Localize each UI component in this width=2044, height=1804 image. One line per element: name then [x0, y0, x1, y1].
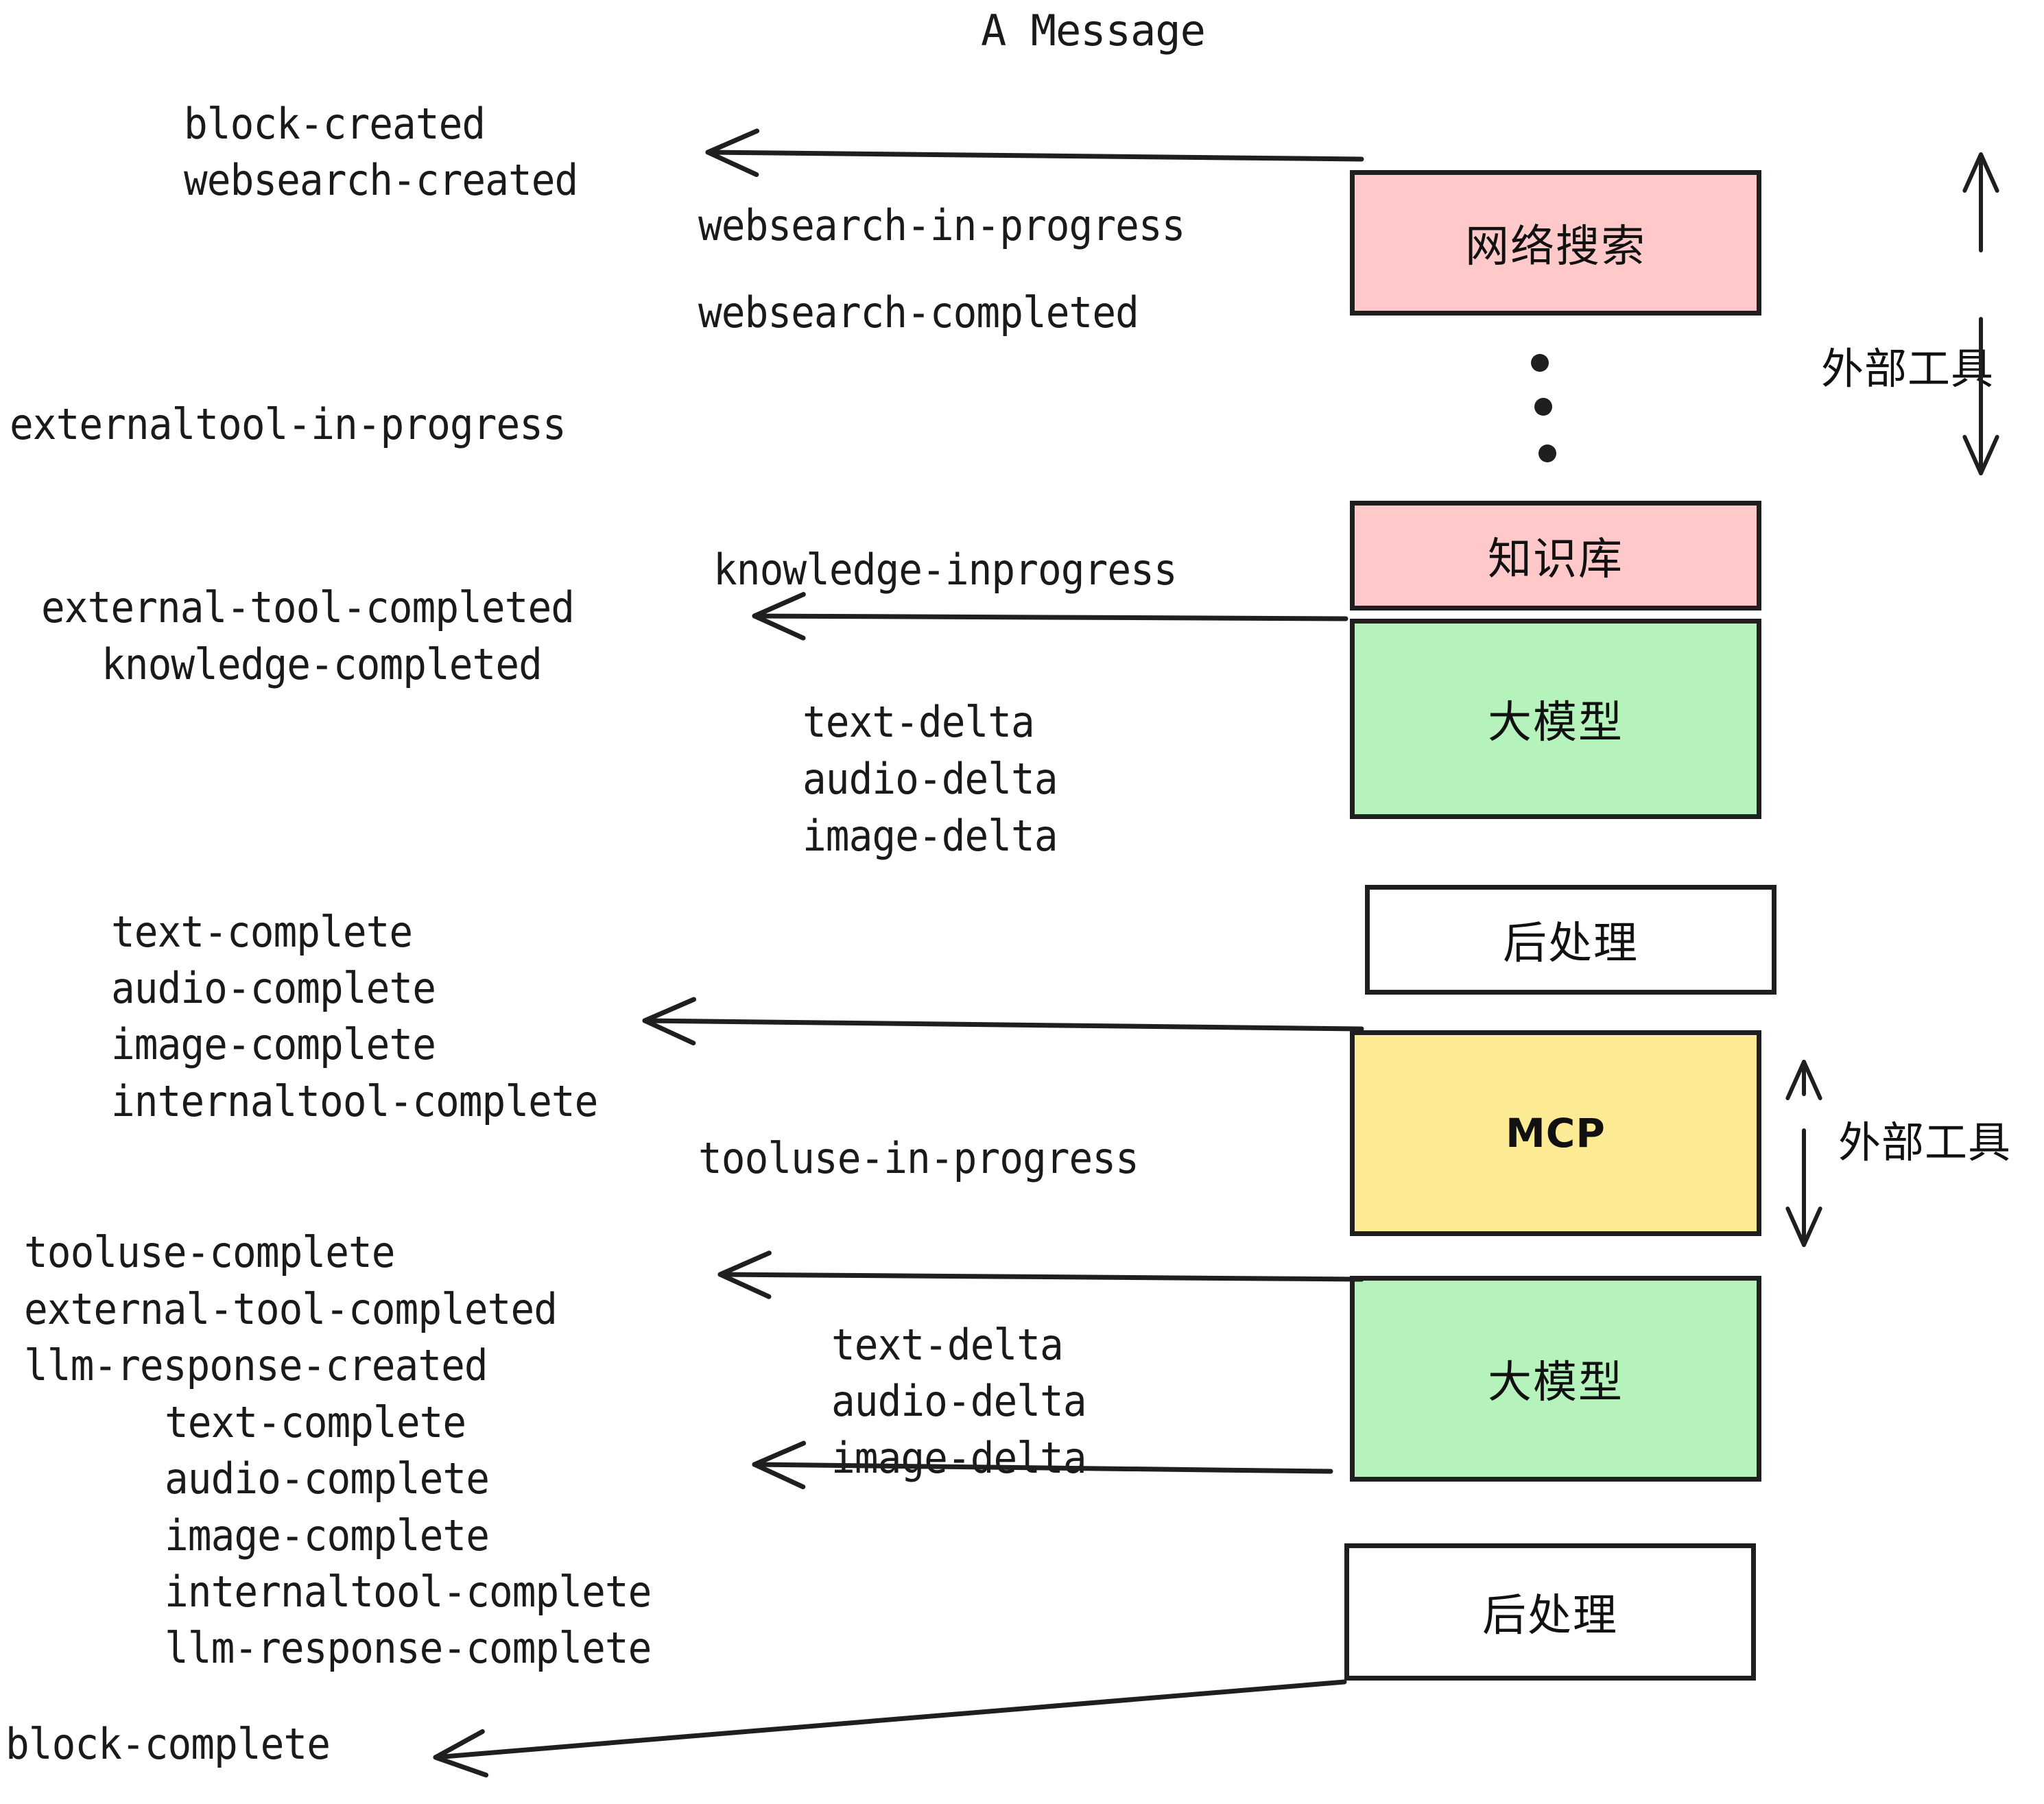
event-label: external-tool-completed	[24, 1284, 558, 1334]
event-label: audio-delta	[831, 1376, 1087, 1426]
external-tool-scope-label: 外部工具	[1838, 1117, 2012, 1167]
node-mcp[interactable]: MCP	[1350, 1030, 1761, 1236]
event-label: image-complete	[111, 1019, 436, 1069]
node-label: MCP	[1506, 1110, 1606, 1156]
event-label: audio-delta	[803, 754, 1058, 804]
event-label: websearch-created	[184, 155, 578, 205]
node-label: 后处理	[1503, 918, 1639, 969]
node-label: 大模型	[1488, 1357, 1624, 1408]
node-post1[interactable]: 后处理	[1365, 885, 1776, 995]
post2-to-blockcomplete-shaft	[433, 1679, 1347, 1760]
event-label: external-tool-completed	[41, 582, 575, 632]
event-label: knowledge-inprogress	[713, 545, 1178, 595]
event-label: text-complete	[111, 907, 413, 957]
post1-to-left-shaft	[642, 1018, 1364, 1032]
external-tool-up-1-head	[1962, 152, 1999, 193]
ellipsis-dot-icon	[1538, 444, 1556, 462]
event-label: text-delta	[803, 697, 1035, 747]
event-label: image-delta	[831, 1433, 1087, 1483]
event-label: text-delta	[831, 1320, 1064, 1370]
node-llm2[interactable]: 大模型	[1350, 1276, 1761, 1482]
event-label: externaltool-in-progress	[10, 399, 567, 449]
node-post2[interactable]: 后处理	[1344, 1543, 1756, 1681]
external-tool-up-2-head	[1785, 1060, 1822, 1100]
event-label: websearch-in-progress	[698, 200, 1185, 250]
flow-arrows	[433, 128, 1364, 1778]
event-label: audio-complete	[111, 963, 436, 1013]
event-label: internaltool-complete	[111, 1076, 598, 1126]
ellipsis-dot-icon	[1531, 354, 1549, 372]
event-label: image-delta	[803, 811, 1058, 861]
node-label: 网络搜索	[1465, 222, 1646, 272]
node-websearch[interactable]: 网络搜索	[1350, 170, 1761, 316]
knowledge-to-left-shaft	[752, 613, 1348, 621]
event-label: image-complete	[165, 1510, 490, 1560]
mcp-to-left-head	[717, 1250, 772, 1299]
external-tool-down-1-head	[1962, 435, 1999, 475]
event-label: tooluse-complete	[24, 1227, 395, 1277]
event-label: text-complete	[165, 1397, 466, 1447]
websearch-to-block-shaft	[705, 150, 1364, 162]
page-title: A Message	[981, 5, 1206, 56]
post1-to-left-head	[642, 997, 697, 1046]
mcp-to-left-shaft	[717, 1272, 1364, 1282]
knowledge-to-left-head	[752, 592, 806, 641]
post2-to-blockcomplete-head	[433, 1729, 489, 1778]
event-label: llm-response-complete	[165, 1623, 652, 1673]
event-label: tooluse-in-progress	[698, 1133, 1139, 1183]
event-label: knowledge-completed	[102, 639, 543, 689]
event-label: block-complete	[5, 1719, 331, 1769]
event-label: block-created	[184, 99, 486, 149]
event-label: audio-complete	[165, 1453, 490, 1504]
node-label: 知识库	[1488, 534, 1624, 585]
node-label: 后处理	[1482, 1591, 1618, 1641]
external-tool-down-2-head	[1785, 1207, 1822, 1247]
scope-arrows	[1785, 152, 1999, 1247]
websearch-to-block-head	[705, 128, 760, 178]
event-label: llm-response-created	[24, 1340, 488, 1390]
node-knowledge[interactable]: 知识库	[1350, 501, 1761, 610]
llm2-to-left-head	[752, 1440, 807, 1490]
event-label: internaltool-complete	[165, 1567, 652, 1617]
ellipsis-dot-icon	[1534, 398, 1552, 416]
event-label: websearch-completed	[698, 287, 1139, 337]
node-llm1[interactable]: 大模型	[1350, 619, 1761, 819]
node-label: 大模型	[1488, 698, 1624, 748]
external-tool-scope-label: 外部工具	[1821, 344, 1995, 394]
